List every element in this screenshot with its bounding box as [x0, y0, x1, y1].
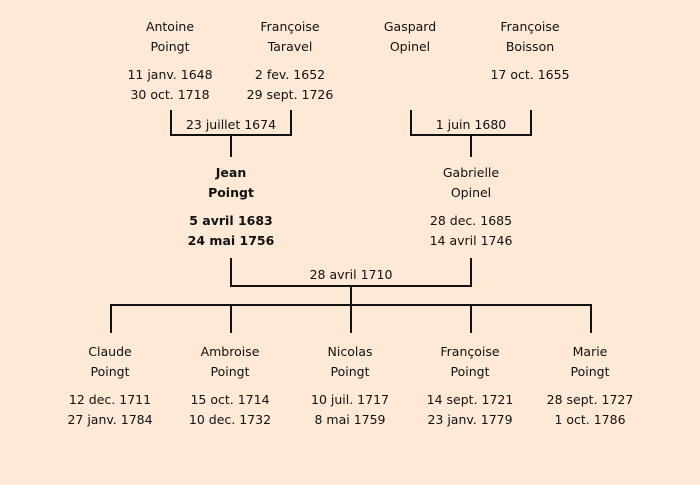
first-name: Antoine: [145, 19, 195, 34]
last-name: Poingt: [330, 364, 370, 379]
birth-date: 28 sept. 1727: [546, 392, 634, 407]
person-antoine-poingt[interactable]: Antoine Poingt 11 janv. 1648 30 oct. 171…: [95, 17, 245, 105]
person-nicolas-poingt[interactable]: Nicolas Poingt 10 juil. 1717 8 mai 1759: [275, 342, 425, 430]
person-ambroise-poingt[interactable]: Ambroise Poingt 15 oct. 1714 10 dec. 173…: [155, 342, 305, 430]
person-francoise-boisson[interactable]: Françoise Boisson 17 oct. 1655: [455, 17, 605, 85]
death-date: 23 janv. 1779: [427, 412, 513, 427]
birth-date: 12 dec. 1711: [68, 392, 152, 407]
birth-date: 17 oct. 1655: [490, 67, 570, 82]
birth-date: 28 dec. 1685: [429, 213, 513, 228]
first-name: Françoise: [440, 344, 500, 359]
children-connector: [110, 304, 592, 333]
marriage-date: 23 juillet 1674: [185, 117, 277, 132]
first-name: Gaspard: [383, 19, 437, 34]
first-name: Nicolas: [327, 344, 373, 359]
death-date: 10 dec. 1732: [188, 412, 272, 427]
birth-date: 15 oct. 1714: [190, 392, 270, 407]
birth-date: 2 fev. 1652: [254, 67, 326, 82]
death-date: 1 oct. 1786: [554, 412, 626, 427]
marriage-bracket-jean-gabrielle: [230, 258, 472, 305]
birth-date: 11 janv. 1648: [127, 67, 213, 82]
first-name: Marie: [572, 344, 608, 359]
death-date: 8 mai 1759: [314, 412, 386, 427]
person-francoise-taravel[interactable]: Françoise Taravel 2 fev. 1652 29 sept. 1…: [215, 17, 365, 105]
first-name: Jean: [215, 165, 247, 180]
person-jean-poingt[interactable]: Jean Poingt 5 avril 1683 24 mai 1756: [156, 163, 306, 251]
marriage-date: 1 juin 1680: [435, 117, 507, 132]
person-marie-poingt[interactable]: Marie Poingt 28 sept. 1727 1 oct. 1786: [515, 342, 665, 430]
marriage-bracket-opinel-boisson: [410, 110, 532, 157]
birth-date: 14 sept. 1721: [426, 392, 514, 407]
last-name: Poingt: [90, 364, 130, 379]
last-name: Poingt: [570, 364, 610, 379]
marriage-bracket-poingt-taravel: [170, 110, 292, 157]
death-date: 29 sept. 1726: [246, 87, 334, 102]
person-francoise-poingt[interactable]: Françoise Poingt 14 sept. 1721 23 janv. …: [395, 342, 545, 430]
last-name: Opinel: [450, 185, 492, 200]
first-name: Françoise: [500, 19, 560, 34]
first-name: Claude: [88, 344, 132, 359]
last-name: Poingt: [208, 185, 254, 200]
last-name: Poingt: [150, 39, 190, 54]
person-claude-poingt[interactable]: Claude Poingt 12 dec. 1711 27 janv. 1784: [35, 342, 185, 430]
last-name: Poingt: [210, 364, 250, 379]
death-date: 14 avril 1746: [429, 233, 513, 248]
person-gaspard-opinel[interactable]: Gaspard Opinel: [335, 17, 485, 57]
first-name: Gabrielle: [442, 165, 500, 180]
death-date: 27 janv. 1784: [67, 412, 153, 427]
death-date: 24 mai 1756: [187, 233, 275, 248]
birth-date: 10 juil. 1717: [311, 392, 389, 407]
death-date: 30 oct. 1718: [130, 87, 210, 102]
first-name: Ambroise: [200, 344, 260, 359]
last-name: Poingt: [450, 364, 490, 379]
first-name: Françoise: [260, 19, 320, 34]
marriage-date: 28 avril 1710: [309, 267, 393, 282]
last-name: Opinel: [389, 39, 431, 54]
last-name: Taravel: [267, 39, 313, 54]
birth-date: 5 avril 1683: [189, 213, 273, 228]
person-gabrielle-opinel[interactable]: Gabrielle Opinel 28 dec. 1685 14 avril 1…: [396, 163, 546, 251]
last-name: Boisson: [505, 39, 555, 54]
